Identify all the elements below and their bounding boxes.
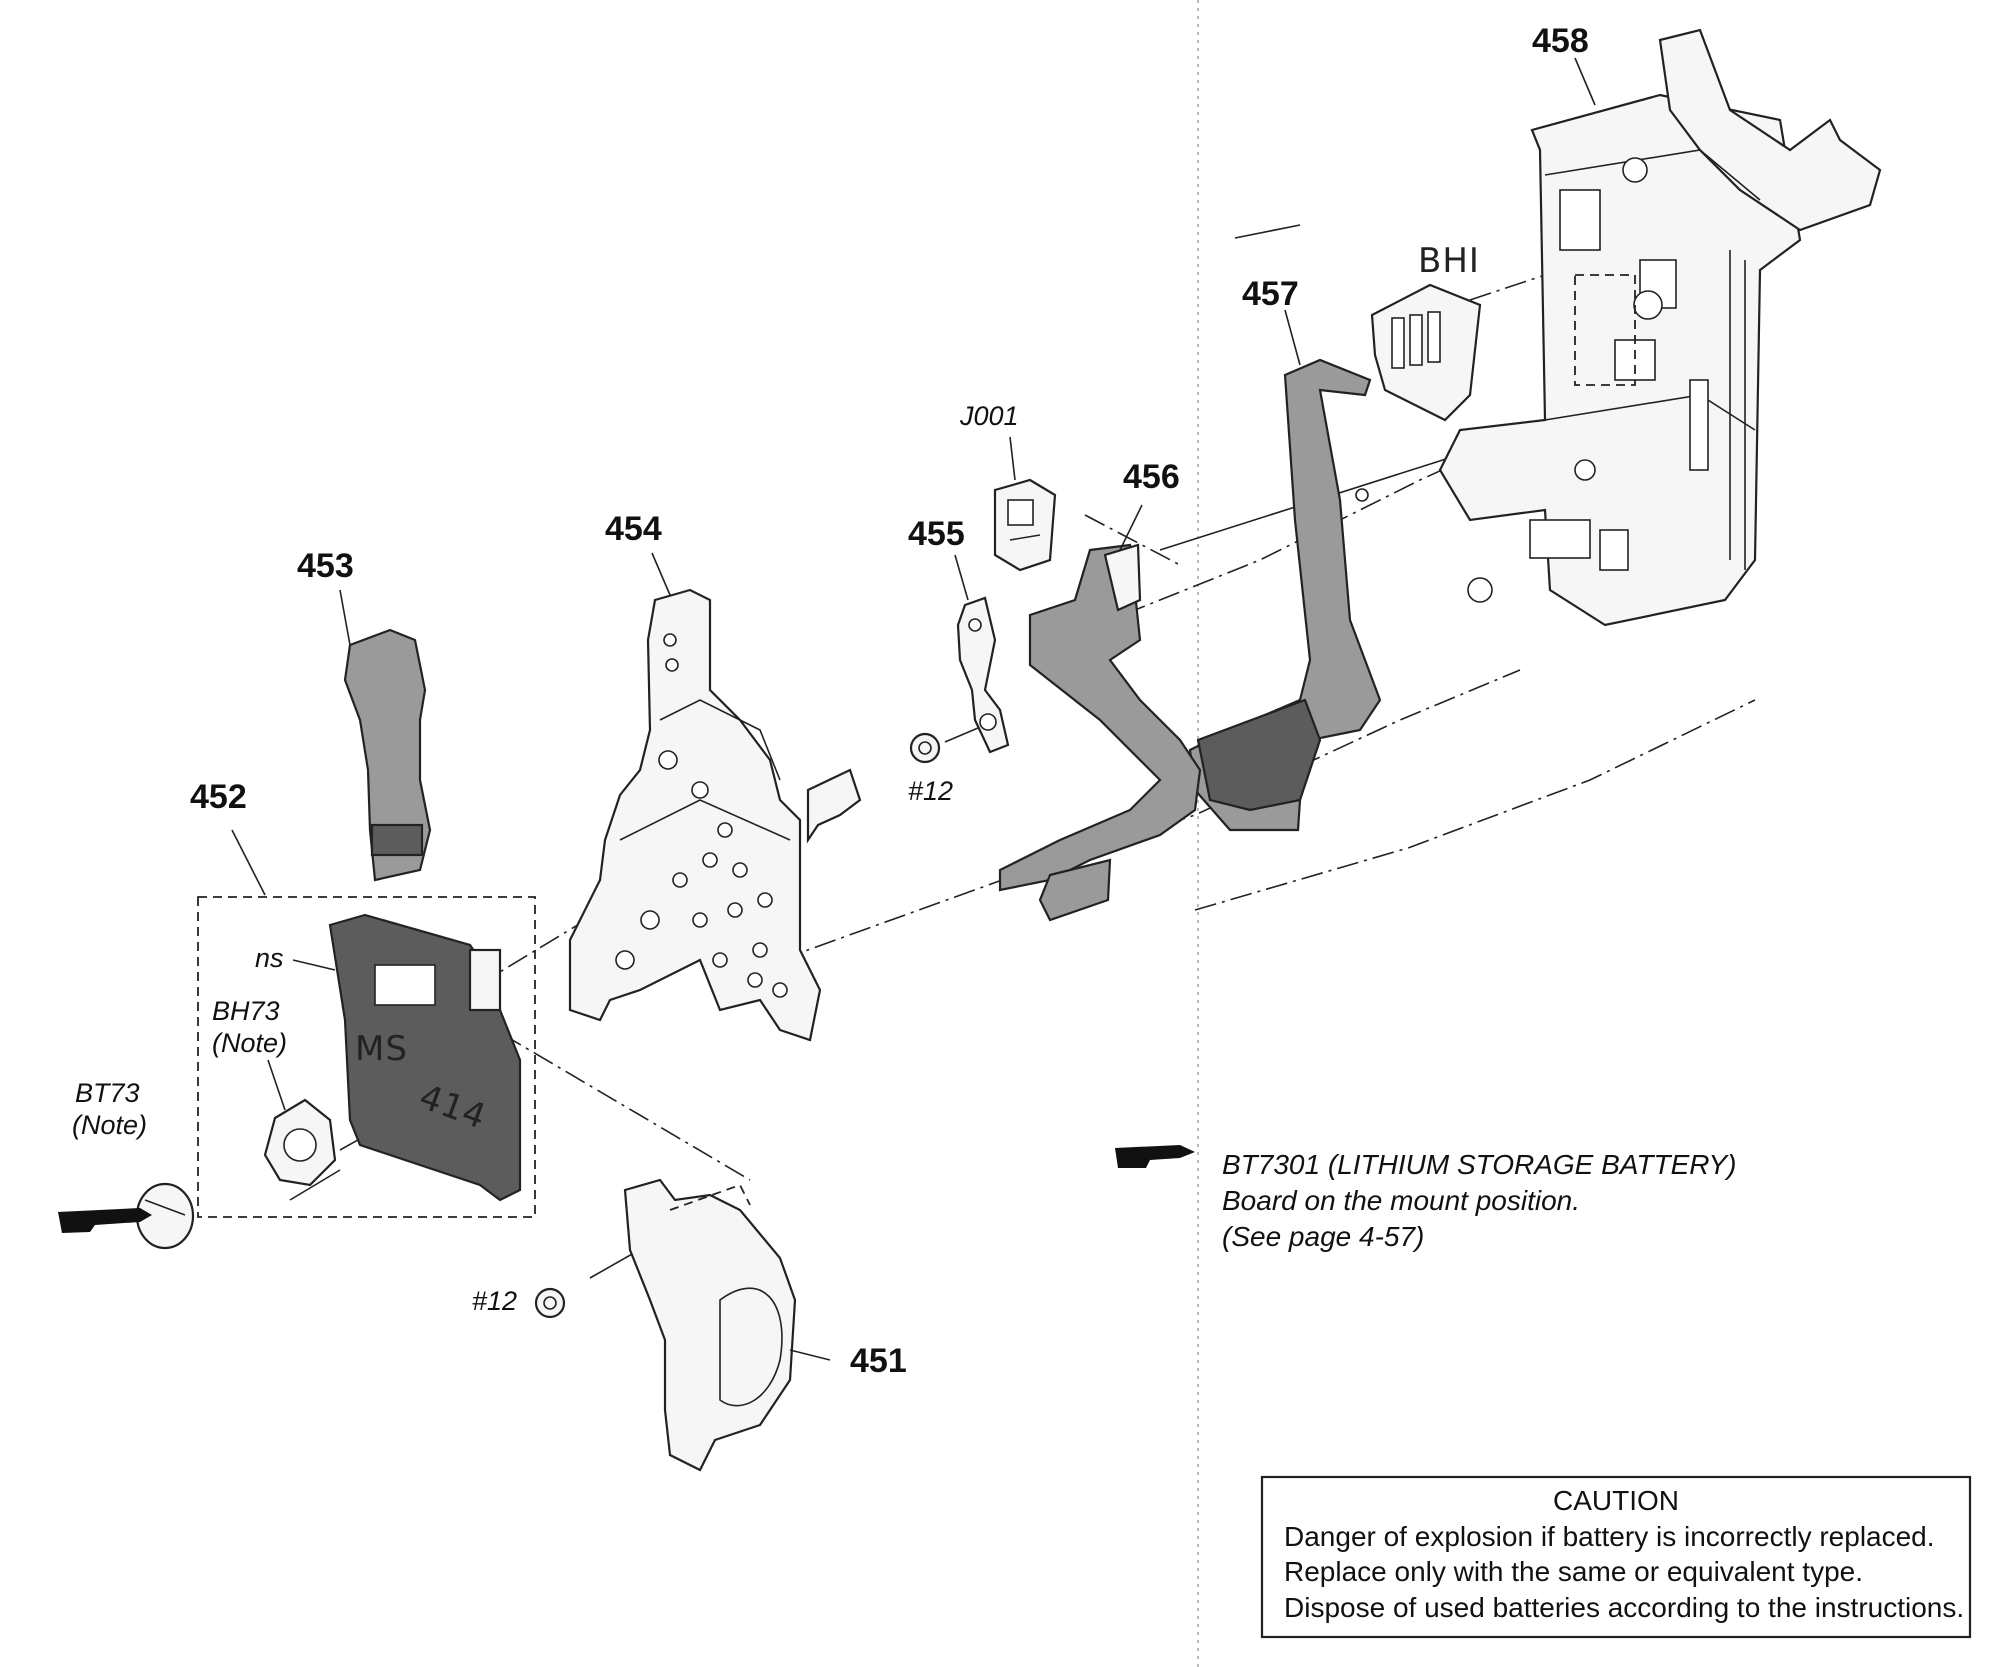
battery-note-line-2: Board on the mount position. <box>1222 1185 1580 1216</box>
part-456-flex-cable <box>998 543 1202 922</box>
screw-12-lower <box>534 1287 566 1319</box>
label-bt73-note: (Note) <box>72 1110 147 1140</box>
part-453-flex-cable <box>343 628 432 882</box>
pointing-hand-icon <box>1115 1145 1195 1168</box>
pointing-hand-icon <box>58 1208 152 1233</box>
screw-12-upper <box>909 732 941 764</box>
label-454: 454 <box>605 510 662 548</box>
battery-note-line-3: (See page 4-57) <box>1222 1221 1424 1252</box>
part-458-chassis <box>1438 28 1882 627</box>
caution-box: CAUTION Danger of explosion if battery i… <box>1260 1475 1972 1639</box>
board-marking-ms: MS <box>355 1029 408 1069</box>
label-screw-12-lower: #12 <box>472 1286 517 1316</box>
leader-lines <box>231 57 1596 1361</box>
caution-title: CAUTION <box>1553 1485 1679 1516</box>
part-457-flex-cable <box>1188 358 1382 832</box>
label-457: 457 <box>1242 275 1299 313</box>
label-bh1: BHI <box>1418 241 1480 281</box>
label-bh73: BH73 <box>212 996 280 1026</box>
label-453: 453 <box>297 547 354 585</box>
label-455: 455 <box>908 515 965 553</box>
part-454-frame <box>568 588 862 1042</box>
part-bh1-holder <box>1370 283 1482 422</box>
caution-line-3: Dispose of used batteries according to t… <box>1284 1592 1964 1623</box>
label-j001: J001 <box>959 401 1019 431</box>
part-451-cover <box>623 1178 797 1472</box>
label-bh73-note: (Note) <box>212 1028 287 1058</box>
label-bt73: BT73 <box>75 1078 140 1108</box>
battery-note-line-1: BT7301 (LITHIUM STORAGE BATTERY) <box>1222 1149 1736 1180</box>
caution-line-2: Replace only with the same or equivalent… <box>1284 1556 1863 1587</box>
part-bh73-holder <box>263 1098 337 1187</box>
label-screw-12-upper: #12 <box>908 776 953 806</box>
part-455-bracket <box>956 596 1010 754</box>
label-451: 451 <box>850 1342 907 1380</box>
label-456: 456 <box>1123 458 1180 496</box>
caution-line-1: Danger of explosion if battery is incorr… <box>1284 1521 1935 1552</box>
label-ns: ns <box>255 943 284 973</box>
part-452-board <box>328 913 522 1202</box>
part-j001-connector <box>993 478 1057 572</box>
part-452-group-outline <box>197 896 536 1218</box>
label-458: 458 <box>1532 22 1589 60</box>
label-452: 452 <box>190 778 247 816</box>
